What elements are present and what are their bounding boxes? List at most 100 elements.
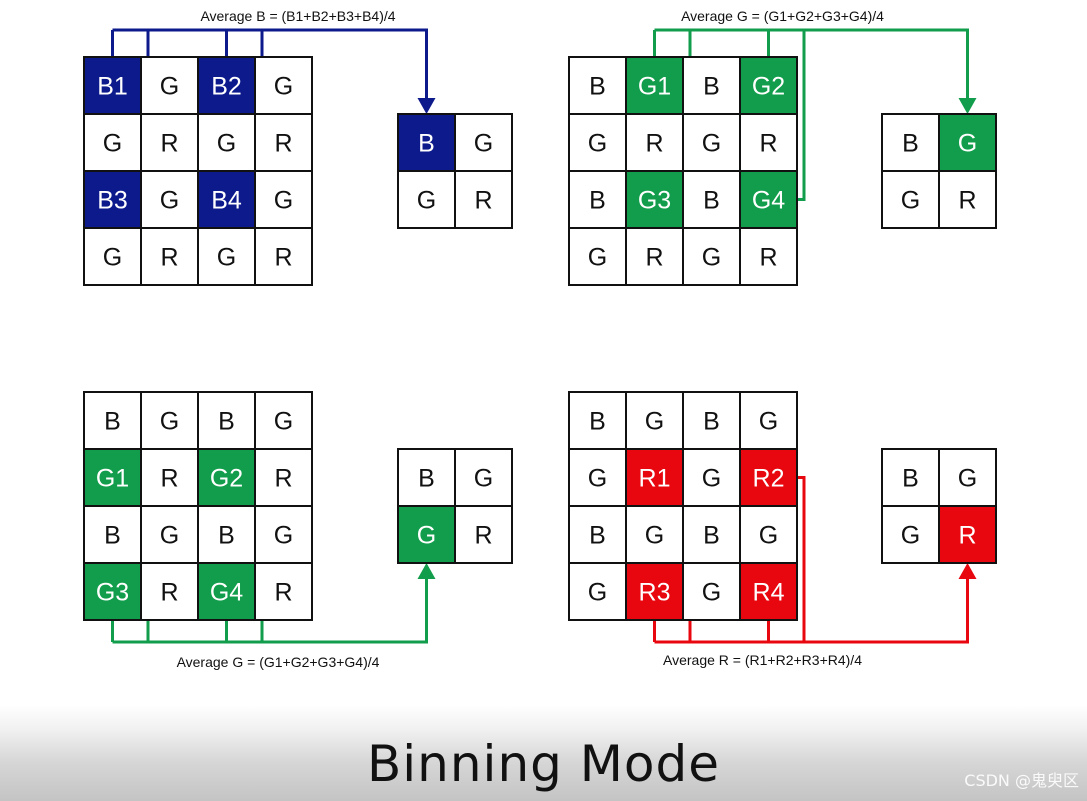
green-binning-bottom-source-cell-3-3 <box>254 562 313 621</box>
green-binning-top-result-cell-0-0 <box>881 113 940 172</box>
blue-binning-source-cell-label-0-0: B1 <box>97 73 128 101</box>
blue-binning-wire-bus <box>112 28 428 100</box>
red-binning-source-cell-0-3 <box>739 391 798 450</box>
red-binning-source-cell-label-2-1: G <box>645 522 664 550</box>
green-binning-top-source-cell-0-0 <box>568 56 627 115</box>
green-binning-bottom-source-cell-3-0 <box>83 562 142 621</box>
blue-binning-result-cell-label-0-1: G <box>474 130 493 158</box>
red-binning-source-cell-label-0-3: G <box>759 408 778 436</box>
blue-binning-source-cell-label-0-1: G <box>160 73 179 101</box>
green-binning-bottom-source-cell-label-0-0: B <box>104 408 121 436</box>
green-binning-bottom-result-cell-label-1-1: R <box>474 522 492 550</box>
red-binning-source-cell-2-2 <box>682 505 741 564</box>
blue-binning-source-cell-label-3-3: R <box>274 244 292 272</box>
blue-binning-source-cell-label-3-0: G <box>103 244 122 272</box>
green-binning-top-source-cell-label-2-3: G4 <box>752 187 785 215</box>
green-binning-top-source-cell-1-0 <box>568 113 627 172</box>
blue-binning-formula: Average B = (B1+B2+B3+B4)/4 <box>200 8 395 24</box>
red-binning-source-cell-label-0-1: G <box>645 408 664 436</box>
red-binning-arrowhead <box>958 563 977 579</box>
green-binning-top-source-cell-label-2-1: G3 <box>638 187 671 215</box>
green-binning-bottom-source-cell-label-2-2: B <box>218 522 235 550</box>
blue-binning-source-cell-2-0 <box>83 170 142 229</box>
red-binning-source-cell-3-3 <box>739 562 798 621</box>
blue-binning-source-cell-0-2 <box>197 56 256 115</box>
green-binning-bottom-source-cell-label-0-3: G <box>274 408 293 436</box>
blue-binning-source-cell-2-2 <box>197 170 256 229</box>
blue-binning-source-cell-label-2-0: B3 <box>97 187 128 215</box>
red-binning-result-cell-1-1 <box>938 505 997 564</box>
green-binning-top-source-cell-3-0 <box>568 227 627 286</box>
blue-binning-source-cell-label-2-2: B4 <box>211 187 242 215</box>
green-binning-top-result-cell-0-1 <box>938 113 997 172</box>
blue-binning-source-cell-label-1-3: R <box>274 130 292 158</box>
red-binning-source-cell-label-0-2: B <box>703 408 720 436</box>
red-binning-result-cell-1-0 <box>881 505 940 564</box>
green-binning-bottom-result-cell-label-1-0: G <box>417 522 436 550</box>
red-binning-source-cell-label-2-3: G <box>759 522 778 550</box>
green-binning-bottom-source-cell-label-3-0: G3 <box>96 579 129 607</box>
blue-binning-source-cell-1-0 <box>83 113 142 172</box>
green-binning-top-source-cell-label-1-3: R <box>759 130 777 158</box>
green-binning-bottom-source-cell-0-3 <box>254 391 313 450</box>
green-binning-bottom-source-cell-label-1-1: R <box>160 465 178 493</box>
green-binning-bottom-source-cell-2-1 <box>140 505 199 564</box>
green-binning-top-result-cell-label-0-1: G <box>958 130 977 158</box>
green-binning-top-result-cell-label-1-0: G <box>901 187 920 215</box>
green-binning-bottom-source-cell-3-2 <box>197 562 256 621</box>
green-binning-bottom-source-cell-label-0-2: B <box>218 408 235 436</box>
green-binning-top-source-cell-1-3 <box>739 113 798 172</box>
green-binning-top-source-cell-label-2-2: B <box>703 187 720 215</box>
green-binning-top-wire-bus <box>654 28 969 100</box>
green-binning-top-source-cell-label-2-0: B <box>589 187 606 215</box>
red-binning-source-cell-1-0 <box>568 448 627 507</box>
green-binning-bottom-source-cell-label-1-3: R <box>274 465 292 493</box>
blue-binning-source-cell-label-2-3: G <box>274 187 293 215</box>
green-binning-bottom-result-cell-0-1 <box>454 448 513 507</box>
green-binning-top-source-cell-label-3-0: G <box>588 244 607 272</box>
blue-binning-source-cell-label-0-3: G <box>274 73 293 101</box>
green-binning-top-result-cell-1-0 <box>881 170 940 229</box>
green-binning-top-source-cell-label-0-2: B <box>703 73 720 101</box>
blue-binning-source-cell-1-3 <box>254 113 313 172</box>
green-binning-top-arrowhead <box>958 98 977 114</box>
red-binning-source-cell-1-2 <box>682 448 741 507</box>
caption-bar <box>0 705 1087 801</box>
blue-binning-arrowhead <box>417 98 436 114</box>
blue-binning-source-cell-1-2 <box>197 113 256 172</box>
red-binning-source-cell-label-1-2: G <box>702 465 721 493</box>
red-binning-source-cell-3-2 <box>682 562 741 621</box>
red-binning-source-cell-label-3-1: R3 <box>639 579 671 607</box>
red-binning-source-cell-label-1-1: R1 <box>639 465 671 493</box>
green-binning-top-formula: Average G = (G1+G2+G3+G4)/4 <box>681 8 884 24</box>
green-binning-top-source-cell-2-0 <box>568 170 627 229</box>
green-binning-bottom-source-cell-0-0 <box>83 391 142 450</box>
red-binning-formula: Average R = (R1+R2+R3+R4)/4 <box>663 652 862 668</box>
blue-binning-result-cell-1-0 <box>397 170 456 229</box>
green-binning-bottom-result-cell-label-0-0: B <box>418 465 435 493</box>
green-binning-top-result-cell-label-0-0: B <box>902 130 919 158</box>
green-binning-top-source-cell-label-0-1: G1 <box>638 73 671 101</box>
red-binning-source-cell-label-3-0: G <box>588 579 607 607</box>
green-binning-bottom-arrowhead <box>417 563 436 579</box>
green-binning-top-result-cell-label-1-1: R <box>958 187 976 215</box>
blue-binning-source-cell-label-2-1: G <box>160 187 179 215</box>
red-binning-source-cell-label-0-0: B <box>589 408 606 436</box>
blue-binning-source-cell-3-3 <box>254 227 313 286</box>
green-binning-bottom-formula: Average G = (G1+G2+G3+G4)/4 <box>177 654 380 670</box>
blue-binning-source-cell-label-3-1: R <box>160 244 178 272</box>
blue-binning-result-cell-1-1 <box>454 170 513 229</box>
green-binning-bottom-source-cell-1-3 <box>254 448 313 507</box>
red-binning-wire-bus <box>654 577 969 644</box>
red-binning-result-cell-label-1-0: G <box>901 522 920 550</box>
green-binning-bottom-source-cell-label-2-1: G <box>160 522 179 550</box>
red-binning-result-cell-0-1 <box>938 448 997 507</box>
blue-binning-source-cell-label-0-2: B2 <box>211 73 242 101</box>
green-binning-top-source-cell-label-1-2: G <box>702 130 721 158</box>
red-binning-source-cell-label-2-2: B <box>703 522 720 550</box>
green-binning-bottom-source-cell-label-2-0: B <box>104 522 121 550</box>
blue-binning-result-cell-label-1-0: G <box>417 187 436 215</box>
